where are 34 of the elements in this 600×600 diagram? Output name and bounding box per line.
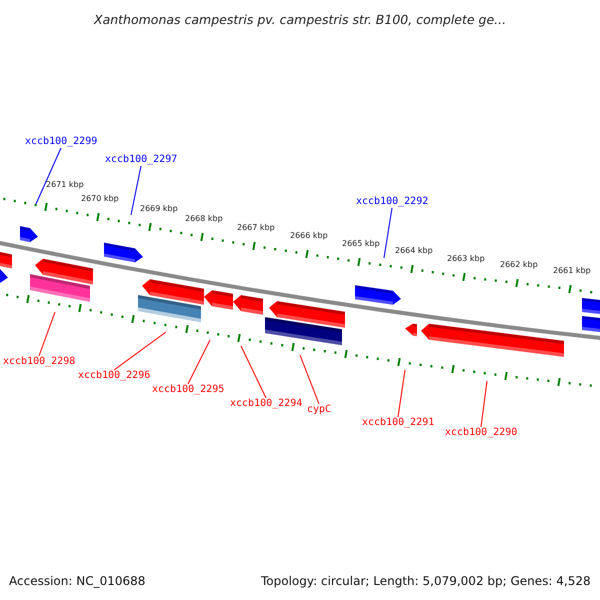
leader-line [130, 166, 142, 216]
gene-label: xccb100_2294 [230, 398, 302, 410]
scale-label: 2669 kbp [140, 204, 178, 214]
gene-label: xccb100_2298 [3, 356, 76, 368]
footer-text: Accession: NC_010688 [9, 574, 146, 588]
gene-label: cypC [307, 404, 332, 416]
leader-line [38, 312, 56, 356]
scale-label: 2662 kbp [500, 260, 538, 270]
gene-label: xccb100_2299 [25, 136, 98, 148]
gene-label: xccb100_2297 [105, 154, 178, 166]
scale-label: 2664 kbp [395, 246, 433, 256]
leader-line [300, 354, 320, 404]
scale-label: 2667 kbp [237, 223, 275, 233]
leader-line [36, 148, 62, 204]
leader-line [114, 332, 166, 370]
footer-text: Topology: circular; Length: 5,079,002 bp; Genes: 4,528 [261, 574, 591, 588]
scale-label: 2665 kbp [342, 239, 380, 249]
leader-line [240, 346, 266, 398]
gene-label: xccb100_2295 [152, 384, 224, 396]
scale-label: 2666 kbp [290, 231, 328, 241]
leader-line [480, 380, 488, 428]
scale-label: 2670 kbp [81, 194, 119, 204]
leader-line [398, 370, 406, 418]
title: Xanthomonas campestris pv. campestris str. B100, complete ge... [94, 12, 506, 27]
gene-label: xccb100_2291 [362, 417, 434, 429]
scale-label: 2661 kbp [553, 266, 591, 276]
scale-label: 2671 kbp [46, 180, 84, 190]
scale-label: 2663 kbp [447, 254, 485, 264]
scale-label: 2668 kbp [185, 214, 223, 224]
leader-line [384, 208, 392, 258]
gene-label: xccb100_2292 [356, 196, 428, 208]
gene-label: xccb100_2296 [78, 370, 150, 382]
gene-label: xccb100_2290 [445, 427, 518, 439]
leader-line [188, 340, 210, 384]
